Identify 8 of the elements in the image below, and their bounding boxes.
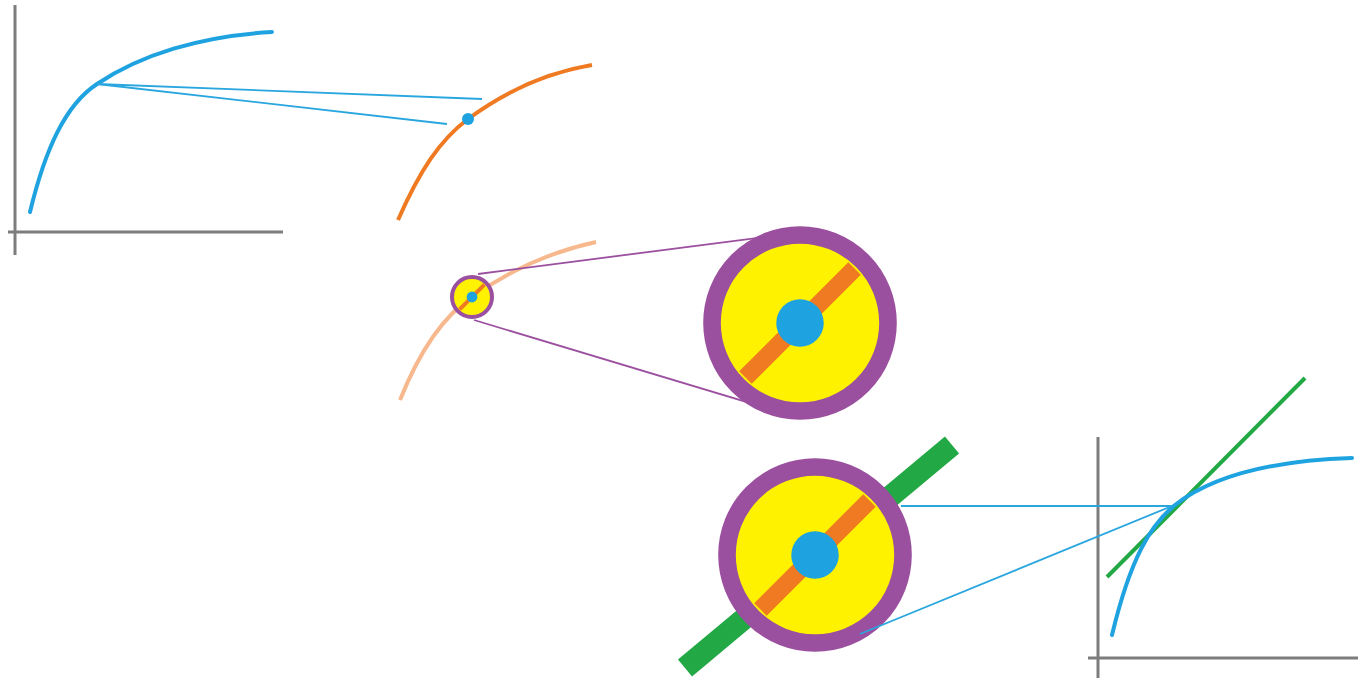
magnifier-circle — [449, 274, 495, 320]
magnified-circle-drawing — [676, 436, 961, 676]
zoom-line — [900, 505, 1173, 507]
graph-drawing — [1086, 374, 1356, 678]
zoom-line — [96, 83, 448, 125]
graph-drawing — [6, 3, 286, 257]
magnified-circle-drawing — [703, 226, 897, 420]
zoom-line — [859, 505, 1173, 635]
